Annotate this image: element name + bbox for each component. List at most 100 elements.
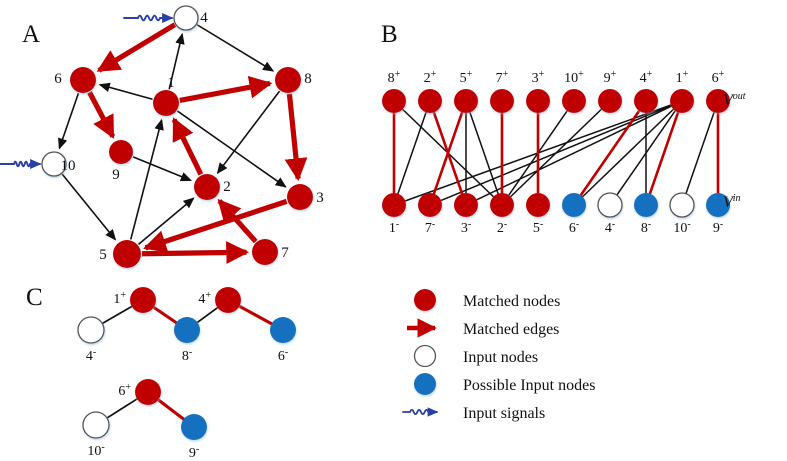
node-sign-superscript: - xyxy=(720,219,723,230)
node-sign-superscript: + xyxy=(578,69,584,80)
panel-c-node-6-[interactable]: 6- xyxy=(270,317,296,364)
node-sign-superscript: - xyxy=(432,219,435,230)
panel-b-node-8-[interactable]: 8- xyxy=(634,193,658,236)
node-sign-superscript: - xyxy=(504,219,507,230)
panel-b-node-10-[interactable]: 10- xyxy=(669,192,695,236)
node-sign-superscript: - xyxy=(687,219,690,230)
node-sign-superscript: + xyxy=(719,69,725,80)
v-in-set-label-superscript: in xyxy=(733,193,741,204)
v-out-set-label-superscript: out xyxy=(733,91,746,102)
panel-c-node-4-[interactable]: 4- xyxy=(77,316,105,364)
node-circle-matched xyxy=(454,193,478,217)
node-circle-matched xyxy=(454,89,478,113)
panel-b-node-label-6-: 6- xyxy=(569,219,579,236)
panel-b-node-4+[interactable]: 4+ xyxy=(634,69,658,113)
panel-b-node-7+[interactable]: 7+ xyxy=(490,69,514,113)
panel-b-node-6-[interactable]: 6- xyxy=(562,193,586,236)
node-circle-matched xyxy=(135,379,161,405)
panel-b-node-9+[interactable]: 9+ xyxy=(598,69,622,113)
panel-a-node-4[interactable]: 4 xyxy=(173,5,208,31)
panel-b-edge-1+-to-6- xyxy=(581,108,675,198)
node-sign-superscript: + xyxy=(431,69,437,80)
input-signal-squiggle-icon xyxy=(402,407,439,417)
panel-b-node-3-[interactable]: 3- xyxy=(454,193,478,236)
panel-b-node-5-[interactable]: 5- xyxy=(526,193,550,236)
node-circle-possible xyxy=(706,193,730,217)
panel-b-node-label-2-: 2- xyxy=(497,219,507,236)
panel-a-node-10[interactable]: 10 xyxy=(41,151,76,177)
panel-b-node-1-[interactable]: 1- xyxy=(382,193,406,236)
panel-b-edge-1+-to-7- xyxy=(439,104,673,202)
panel-b-node-label-2+: 2+ xyxy=(424,69,437,86)
panel-c-path1-edge-4--to-1+ xyxy=(100,305,134,325)
panel-b-edge-4+-to-6- xyxy=(579,109,641,197)
panel-a-edge-8-to-2 xyxy=(216,90,281,175)
panel-a-edge-5-to-1 xyxy=(129,118,164,240)
node-sign-superscript: + xyxy=(120,290,126,301)
panel-b-node-2-[interactable]: 2- xyxy=(490,193,514,236)
panel-c-node-8-[interactable]: 8- xyxy=(174,317,200,364)
panel-a-node-label-1: 1 xyxy=(167,75,175,91)
panel-b-node-label-8+: 8+ xyxy=(388,69,401,86)
panel-b-node-7-[interactable]: 7- xyxy=(418,193,442,236)
node-circle-input xyxy=(41,151,67,177)
panel-a-edge-1-to-6 xyxy=(98,82,153,101)
panel-a-node-9[interactable]: 9 xyxy=(109,140,133,183)
node-sign-superscript: + xyxy=(205,290,211,301)
node-circle-matched xyxy=(382,193,406,217)
node-sign-superscript: - xyxy=(468,219,471,230)
panel-c-node-4+[interactable]: 4+ xyxy=(198,287,241,313)
panel-a-edge-2-to-1 xyxy=(171,117,204,176)
node-circle-matched xyxy=(70,67,96,93)
panel-b-edge-5+-to-2- xyxy=(468,111,500,195)
node-sign-superscript: + xyxy=(647,69,653,80)
panel-a-node-6[interactable]: 6 xyxy=(54,67,96,93)
panel-a-node-2[interactable]: 2 xyxy=(194,174,231,200)
panel-a-node-5[interactable]: 5 xyxy=(99,240,141,268)
panel-b-edge-5+-to-7- xyxy=(432,110,464,196)
panel-a-edge-4-to-6 xyxy=(96,22,177,73)
node-circle-matched xyxy=(490,193,514,217)
panel-a-node-7[interactable]: 7 xyxy=(252,239,289,265)
panel-a-edge-10-to-5 xyxy=(61,173,117,241)
panel-c-node-label-4+: 4+ xyxy=(198,290,211,307)
node-circle-possible xyxy=(270,317,296,343)
panel-a-node-1[interactable]: 1 xyxy=(153,75,179,116)
panel-b-node-8+[interactable]: 8+ xyxy=(382,69,406,113)
panel-c-node-9-[interactable]: 9- xyxy=(181,414,207,461)
panel-c-node-6+[interactable]: 6+ xyxy=(118,379,161,405)
panel-b-node-10+[interactable]: 10+ xyxy=(562,69,586,113)
panel-b-node-label-1-: 1- xyxy=(389,219,399,236)
panel-b-node-5+[interactable]: 5+ xyxy=(454,69,478,113)
node-sign-superscript: + xyxy=(467,69,473,80)
panel-b-node-1+[interactable]: 1+ xyxy=(670,69,694,113)
panel-b-node-2+[interactable]: 2+ xyxy=(418,69,442,113)
panel-c-node-10-[interactable]: 10- xyxy=(82,411,110,459)
panel-b-node-4-[interactable]: 4- xyxy=(597,192,623,236)
panel-c-node-1+[interactable]: 1+ xyxy=(113,287,156,313)
legend-label: Matched nodes xyxy=(463,293,560,310)
node-circle-matched xyxy=(194,174,220,200)
panel-c-letter: C xyxy=(26,284,43,311)
node-circle-matched xyxy=(418,193,442,217)
panel-b-node-label-4+: 4+ xyxy=(640,69,653,86)
node-sign-superscript: - xyxy=(285,347,288,358)
node-circle-matched xyxy=(490,89,514,113)
legend-item-red-arrow: Matched edges xyxy=(407,318,559,338)
node-circle-matched xyxy=(418,89,442,113)
node-circle-matched xyxy=(153,90,179,116)
node-circle-matched xyxy=(562,89,586,113)
panel-a-node-8[interactable]: 8 xyxy=(275,67,312,93)
panel-b-node-3+[interactable]: 3+ xyxy=(526,69,550,113)
panel-b-node-9-[interactable]: 9- xyxy=(706,193,730,236)
panel-a-node-3[interactable]: 3 xyxy=(287,184,324,210)
panel-b-edge-1+-to-4- xyxy=(615,109,677,197)
panel-c-node-label-10-: 10- xyxy=(87,442,104,459)
panel-b-node-label-6+: 6+ xyxy=(712,69,725,86)
node-circle-matched xyxy=(382,89,406,113)
panel-c-node-label-1+: 1+ xyxy=(113,290,126,307)
panel-b-node-label-9-: 9- xyxy=(713,219,723,236)
panel-a-node-label-7: 7 xyxy=(281,245,289,261)
node-sign-superscript: + xyxy=(611,69,617,80)
panel-b-edge-2+-to-1- xyxy=(396,111,428,195)
